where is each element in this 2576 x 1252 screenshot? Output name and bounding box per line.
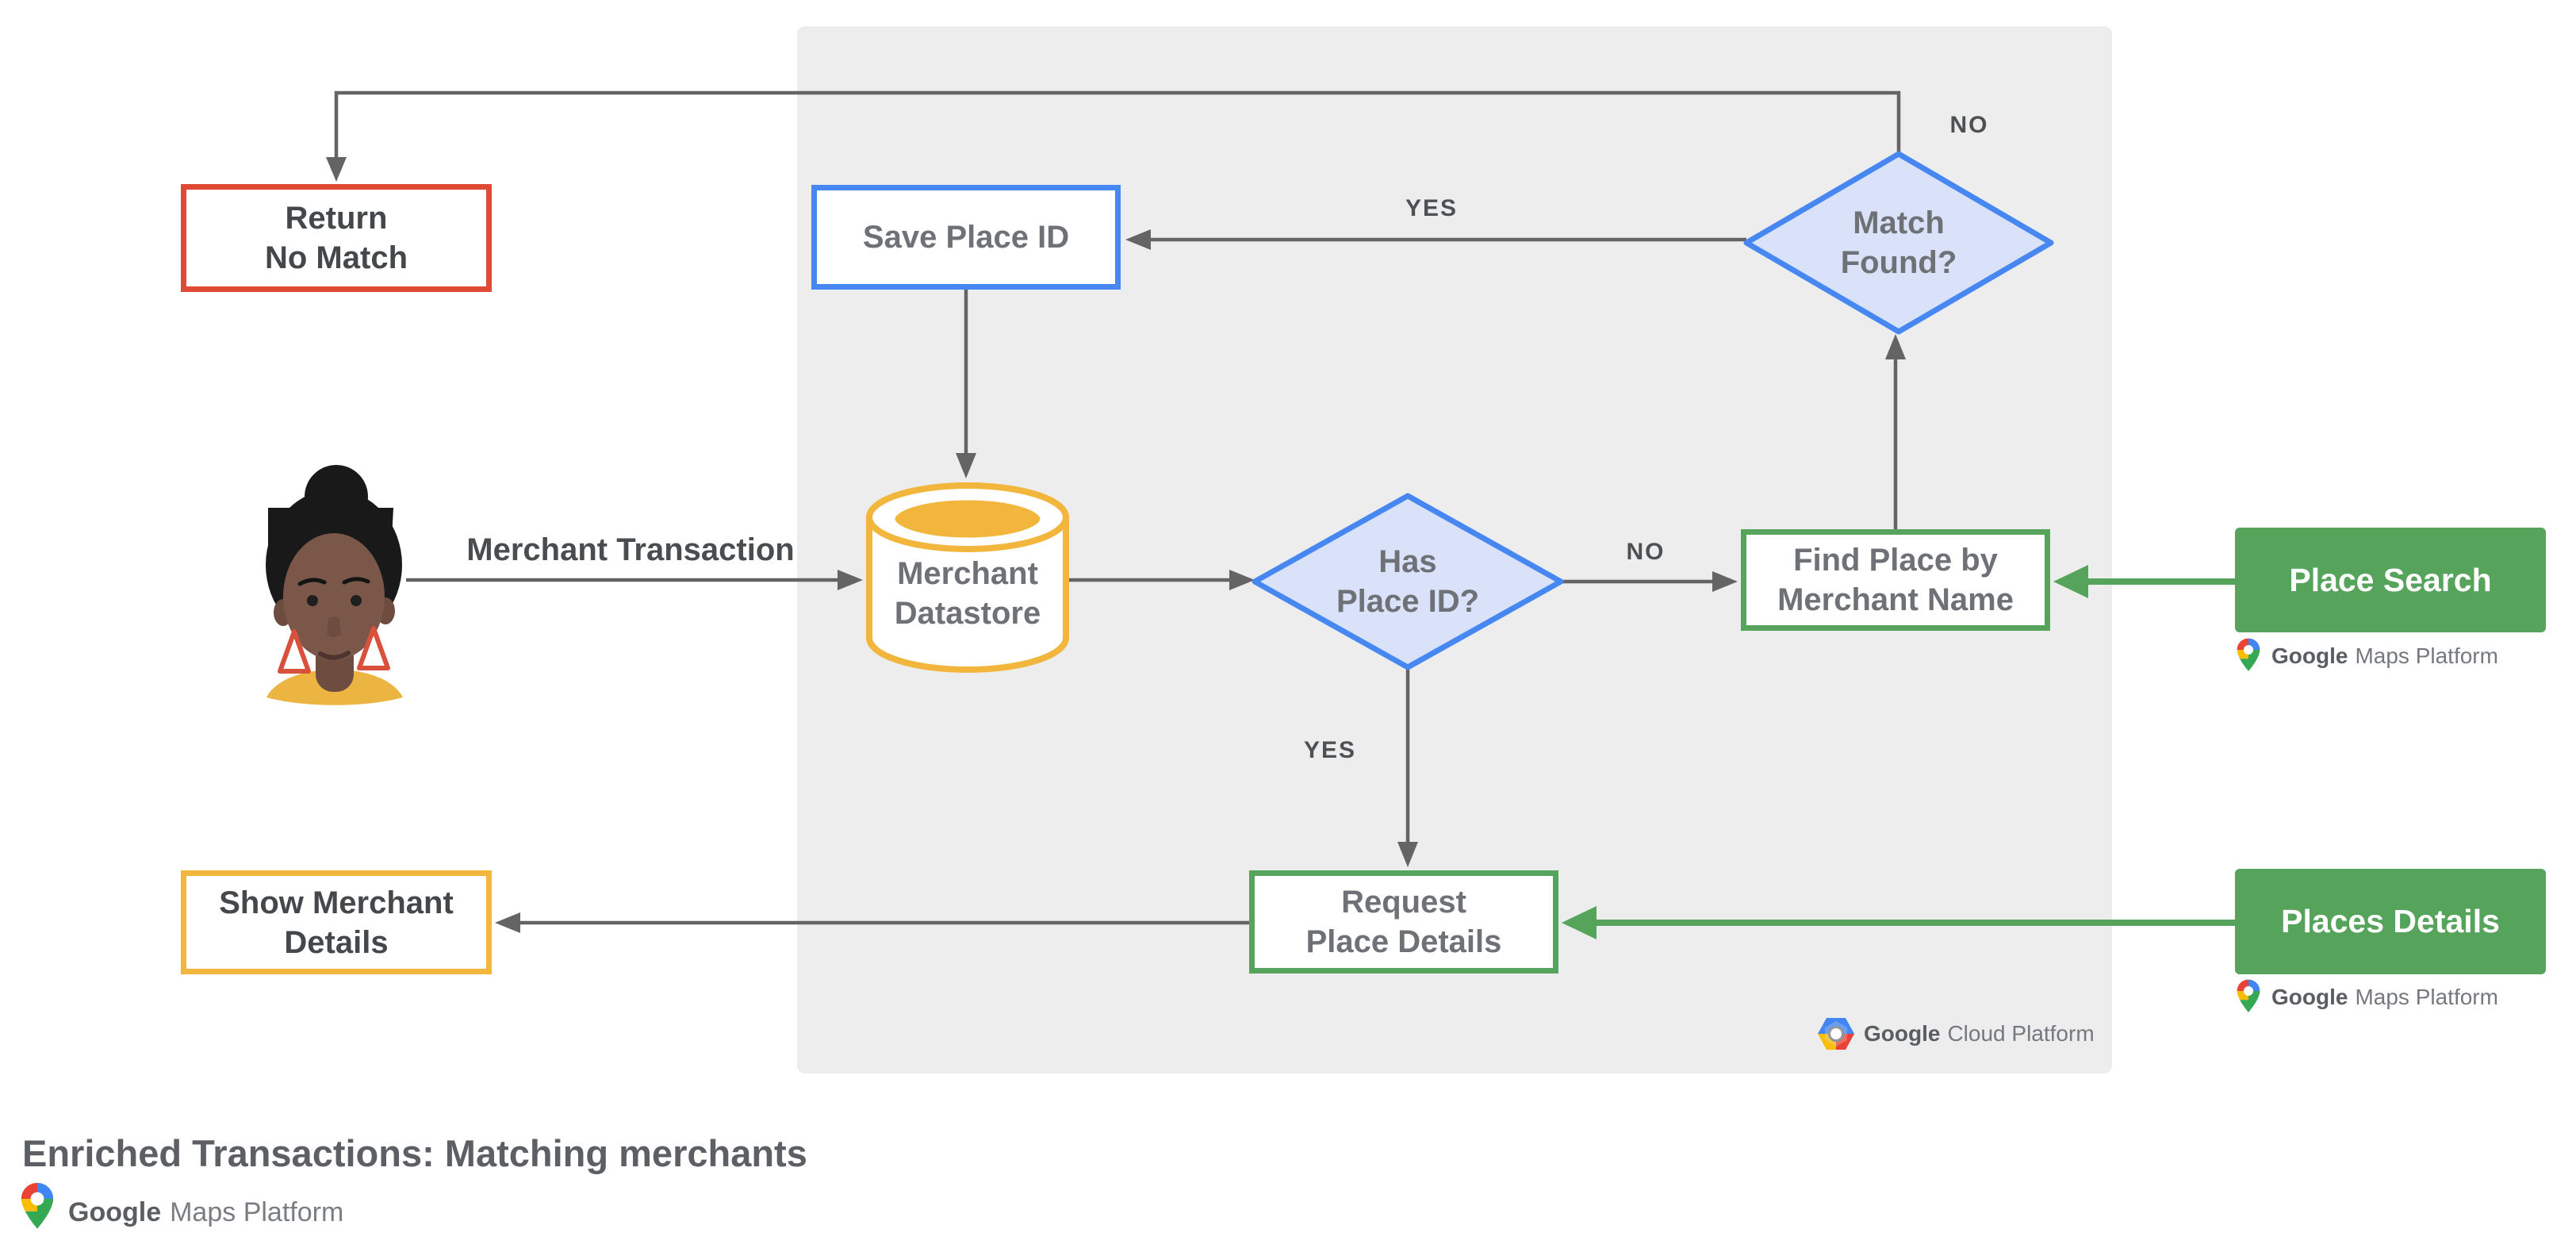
merchant-datastore-cylinder xyxy=(866,482,1069,673)
avatar-brow-left xyxy=(297,578,327,586)
request-place-details-line2: Place Details xyxy=(1305,924,1502,959)
return-no-match-box: Return No Match xyxy=(181,184,492,292)
user-avatar xyxy=(266,465,403,705)
avatar-mouth xyxy=(318,651,351,660)
places-details-label: Places Details xyxy=(2281,903,2500,939)
edge-request-to-show xyxy=(495,912,1249,933)
edge-findplace-to-matchfound xyxy=(1885,334,1906,529)
maps-platform-pin-icon xyxy=(2237,638,2260,672)
maps-platform-logo-placesdetails: Google Maps Platform xyxy=(2271,985,2498,1009)
save-place-id-label: Save Place ID xyxy=(862,220,1070,255)
match-found-no-label: NO xyxy=(1949,112,1989,138)
merchant-datastore-label: Merchant Datastore xyxy=(894,556,1041,631)
place-search-label: Place Search xyxy=(2289,561,2492,598)
cloud-platform-logo: Google Cloud Platform xyxy=(1864,1021,2095,1046)
merchant-transaction-label: Merchant Transaction xyxy=(466,532,795,567)
maps-platform-pin-icon xyxy=(2237,979,2260,1013)
edge-match-found-no-return xyxy=(326,90,1901,182)
show-merchant-details-box: Show Merchant Details xyxy=(181,870,492,974)
save-place-id-box: Save Place ID xyxy=(811,185,1121,290)
avatar-eye-right xyxy=(351,595,362,606)
edge-merchant-transaction xyxy=(406,570,863,590)
avatar-earring-right xyxy=(357,626,390,670)
edge-hasplaceid-no-findplace xyxy=(1561,571,1738,592)
find-place-label-line2: Merchant Name xyxy=(1777,582,2014,617)
places-details-box: Places Details xyxy=(2235,869,2546,974)
avatar-brow-right xyxy=(342,577,370,585)
page-title: Enriched Transactions: Matching merchant… xyxy=(22,1132,807,1174)
maps-platform-pin-icon xyxy=(21,1182,54,1230)
show-merchant-details-line1: Show Merchant xyxy=(219,885,454,920)
maps-platform-logo-footer: Google Maps Platform xyxy=(68,1196,344,1227)
has-place-id-diamond xyxy=(1252,493,1564,670)
place-search-box: Place Search xyxy=(2235,528,2546,632)
has-place-id-label: Has Place ID? xyxy=(1336,544,1480,619)
has-place-id-yes-label: YES xyxy=(1303,737,1357,763)
avatar-eye-left xyxy=(307,595,318,606)
find-place-box: Find Place by Merchant Name xyxy=(1741,529,2050,631)
edge-save-to-datastore xyxy=(956,290,976,478)
return-no-match-label-line2: No Match xyxy=(265,240,408,275)
edge-placesdetails-api xyxy=(1562,906,2235,939)
match-found-diamond xyxy=(1743,151,2054,335)
match-found-yes-label: YES xyxy=(1405,195,1459,221)
edge-datastore-to-hasplaceid xyxy=(1069,570,1255,590)
cloud-platform-hexagon-icon xyxy=(1818,1018,1854,1050)
show-merchant-details-line2: Details xyxy=(284,924,389,960)
avatar-face xyxy=(283,533,385,660)
has-place-id-no-label: NO xyxy=(1626,539,1666,565)
edge-placesearch-api xyxy=(2053,565,2235,598)
edge-match-found-yes-save xyxy=(1125,229,1746,250)
avatar-earring-left xyxy=(278,629,311,674)
return-no-match-label-line1: Return xyxy=(285,201,388,236)
maps-platform-logo-placesearch: Google Maps Platform xyxy=(2271,643,2498,668)
request-place-details-line1: Request xyxy=(1341,885,1466,920)
find-place-label-line1: Find Place by xyxy=(1793,543,1998,578)
request-place-details-box: Request Place Details xyxy=(1249,870,1558,974)
match-found-label: Match Found? xyxy=(1840,205,1957,280)
edge-hasplaceid-yes-request xyxy=(1397,667,1418,867)
avatar-nose xyxy=(327,616,341,637)
avatar-hair-swoosh xyxy=(268,508,393,574)
